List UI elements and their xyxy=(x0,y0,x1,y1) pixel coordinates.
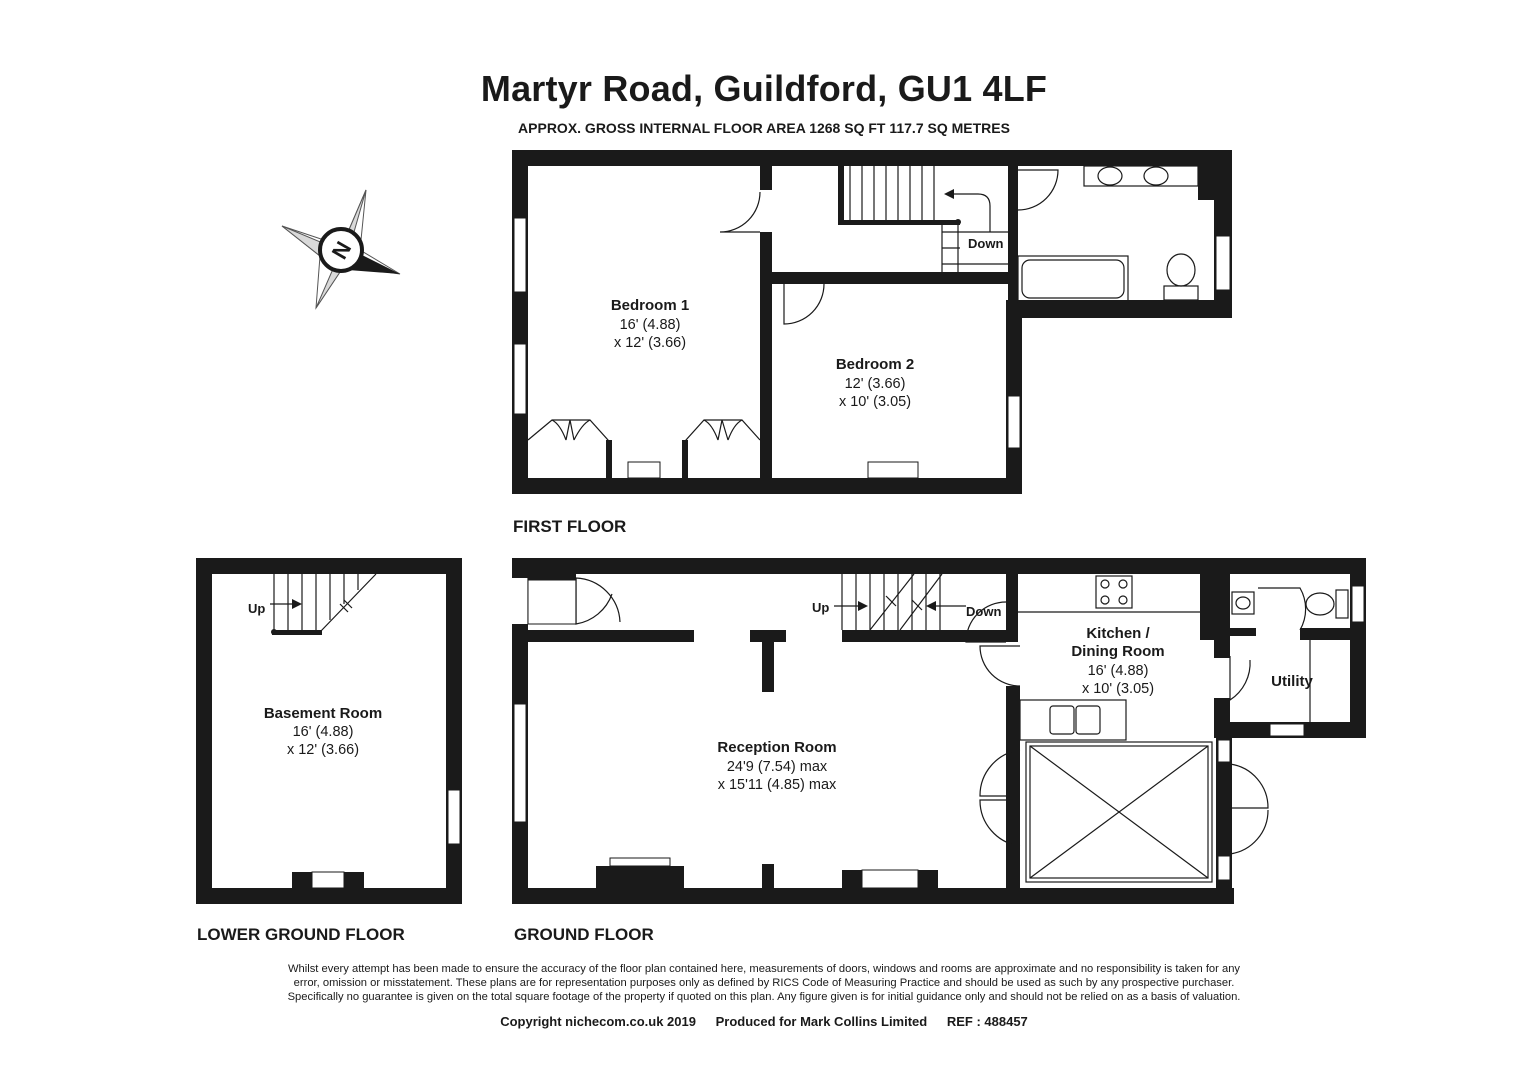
basement-room-name: Basement Room xyxy=(264,705,382,722)
bedroom-2-dim2: x 10' (3.05) xyxy=(839,394,911,410)
kitchen-dim2: x 10' (3.05) xyxy=(1082,681,1154,697)
reception-room-name: Reception Room xyxy=(717,739,836,756)
kitchen-dim1: 16' (4.88) xyxy=(1088,663,1149,679)
kitchen-name-line1: Kitchen / xyxy=(1086,625,1150,642)
lower-ground-floor-label: LOWER GROUND FLOOR xyxy=(197,925,405,944)
lower-ground-floor-plan xyxy=(196,558,462,904)
disclaimer-line-2: error, omission or misstatement. These p… xyxy=(293,977,1235,989)
footer: Copyright nichecom.co.uk 2019 Produced f… xyxy=(0,1014,1528,1029)
lower-floor-stair-up-label: Up xyxy=(248,601,265,616)
bedroom-1-dim1: 16' (4.88) xyxy=(620,317,681,333)
footer-reference: REF : 488457 xyxy=(946,1014,1028,1029)
first-floor-stair-down-label: Down xyxy=(968,236,1003,251)
compass-icon: N xyxy=(281,189,401,310)
basement-room-dim2: x 12' (3.66) xyxy=(287,742,359,758)
disclaimer-line-3: Specifically no guarantee is given on th… xyxy=(287,991,1241,1003)
ground-floor-plan xyxy=(512,558,1366,904)
ground-floor-stair-up-label: Up xyxy=(812,600,829,615)
room-label-bedroom-2: Bedroom 2 12' (3.66) x 10' (3.05) xyxy=(836,356,914,410)
footer-produced-for: Produced for Mark Collins Limited xyxy=(715,1014,928,1029)
plan-title: Martyr Road, Guildford, GU1 4LF xyxy=(480,68,1048,109)
bedroom-2-name: Bedroom 2 xyxy=(836,356,914,373)
kitchen-name-line2: Dining Room xyxy=(1071,643,1164,660)
floor-area-subtitle: APPROX. GROSS INTERNAL FLOOR AREA 1268 S… xyxy=(518,120,1010,136)
room-label-bedroom-1: Bedroom 1 16' (4.88) x 12' (3.66) xyxy=(611,297,689,351)
ground-floor-label: GROUND FLOOR xyxy=(514,925,654,944)
footer-copyright: Copyright nichecom.co.uk 2019 xyxy=(500,1014,696,1029)
ground-floor-stair-down-label: Down xyxy=(966,604,1001,619)
utility-name: Utility xyxy=(1271,673,1313,690)
reception-room-dim1: 24'9 (7.54) max xyxy=(727,759,828,775)
reception-room-dim2: x 15'11 (4.85) max xyxy=(718,777,837,793)
bedroom-2-dim1: 12' (3.66) xyxy=(845,376,906,392)
first-floor-label: FIRST FLOOR xyxy=(513,517,627,536)
basement-room-dim1: 16' (4.88) xyxy=(293,724,354,740)
disclaimer-line-1: Whilst every attempt has been made to en… xyxy=(287,963,1241,975)
bedroom-1-dim2: x 12' (3.66) xyxy=(614,335,686,351)
bedroom-1-name: Bedroom 1 xyxy=(611,297,689,314)
disclaimer-text: Whilst every attempt has been made to en… xyxy=(204,962,1324,1004)
room-label-basement: Basement Room 16' (4.88) x 12' (3.66) xyxy=(264,705,382,758)
room-label-reception: Reception Room 24'9 (7.54) max x 15'11 (… xyxy=(717,739,837,793)
room-label-kitchen: Kitchen / Dining Room 16' (4.88) x 10' (… xyxy=(1071,625,1164,697)
first-floor-plan xyxy=(512,150,1232,494)
